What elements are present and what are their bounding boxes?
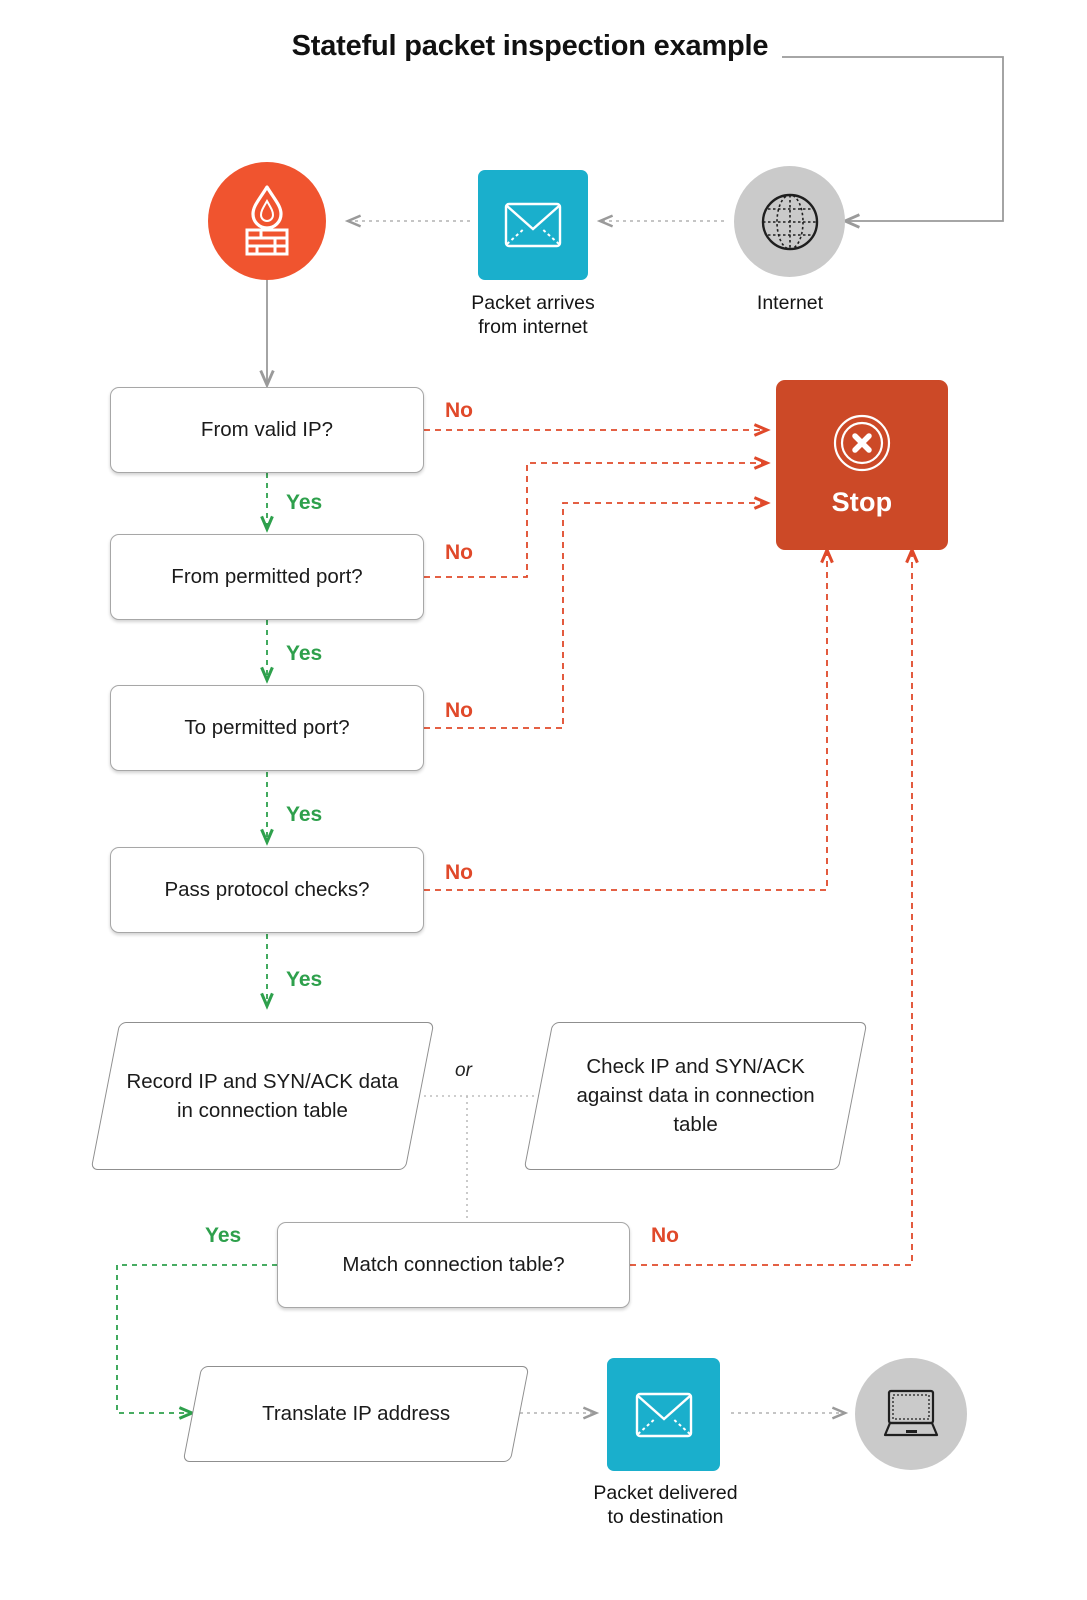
- firewall-flame-brick-icon: [245, 185, 289, 256]
- decision-to-port: To permitted port?: [110, 685, 424, 771]
- circled-x-icon: [833, 414, 891, 471]
- label-no-match-table: No: [651, 1224, 679, 1247]
- edge-no-protocol: [424, 550, 827, 891]
- stop-node: Stop: [776, 380, 948, 550]
- stop-label: Stop: [831, 486, 893, 517]
- edge-no-to-port: [424, 503, 767, 729]
- packet-arrives-caption-line2: from internet: [478, 315, 588, 338]
- envelope-icon: [504, 202, 562, 248]
- internet-node: [734, 166, 845, 277]
- process-translate-label: Translate IP address: [261, 1402, 451, 1426]
- process-translate-ip: Translate IP address: [182, 1366, 530, 1462]
- packet-delivered-caption: Packet delivered to destination: [563, 1482, 768, 1530]
- firewall-icon-node: [208, 162, 326, 280]
- label-yes-from-port: Yes: [286, 642, 323, 665]
- decision-from-port-label: From permitted port?: [171, 564, 363, 588]
- decision-valid-ip: From valid IP?: [110, 387, 424, 473]
- label-yes-to-port: Yes: [286, 803, 323, 826]
- label-no-from-port: No: [445, 541, 473, 564]
- packet-delivered-caption-line2: to destination: [607, 1505, 724, 1528]
- packet-arrives-box: [478, 170, 588, 280]
- process-check-line3: in connection table: [673, 1084, 815, 1137]
- envelope-icon: [635, 1392, 692, 1437]
- globe-icon: [761, 193, 818, 250]
- packet-arrives-caption: Packet arrives from internet: [433, 292, 633, 340]
- decision-from-port: From permitted port?: [110, 534, 424, 620]
- decision-to-port-label: To permitted port?: [184, 715, 350, 739]
- page-title: Stateful packet inspection example: [291, 30, 769, 62]
- label-yes-valid-ip: Yes: [286, 491, 323, 514]
- process-record-text: Record IP and SYN/ACK data in connection…: [106, 1067, 419, 1125]
- label-no-valid-ip: No: [445, 399, 473, 422]
- internet-caption: Internet: [756, 292, 824, 314]
- decision-protocol-checks: Pass protocol checks?: [110, 847, 424, 933]
- label-no-to-port: No: [445, 699, 473, 722]
- destination-device-node: [855, 1358, 967, 1470]
- process-record-line3: connection table: [198, 1099, 348, 1122]
- packet-arrives-caption-line1: Packet arrives: [471, 292, 595, 314]
- packet-delivered-box: [607, 1358, 720, 1471]
- label-yes-match-table: Yes: [205, 1224, 242, 1247]
- or-label: or: [455, 1060, 472, 1081]
- process-record-line1: Record IP and: [126, 1069, 258, 1093]
- label-no-protocol: No: [445, 861, 473, 884]
- decision-match-connection-table-label: Match connection table?: [342, 1252, 565, 1276]
- laptop-icon: [883, 1389, 939, 1437]
- process-check-line1: Check IP and: [586, 1055, 710, 1079]
- label-yes-protocol: Yes: [286, 968, 323, 991]
- decision-match-connection-table: Match connection table?: [277, 1222, 630, 1308]
- decision-valid-ip-label: From valid IP?: [200, 417, 334, 441]
- packet-delivered-caption-line1: Packet delivered: [593, 1482, 738, 1504]
- edge-no-from-port: [424, 463, 767, 578]
- decision-protocol-checks-label: Pass protocol checks?: [164, 877, 370, 901]
- process-check-text: Check IP and SYN/ACK against data in con…: [539, 1052, 852, 1139]
- process-check-connection-table: Check IP and SYN/ACK against data in con…: [523, 1022, 868, 1170]
- process-record-connection-table: Record IP and SYN/ACK data in connection…: [90, 1022, 435, 1170]
